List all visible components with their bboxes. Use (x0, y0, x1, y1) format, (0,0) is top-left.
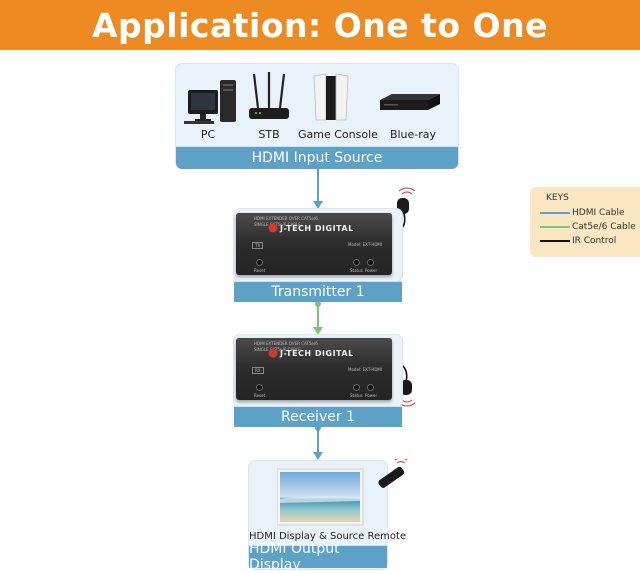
receiver-bar: Receiver 1 (234, 406, 402, 427)
transmitter-device: HDMI EXTENDER OVER CAT5e/6 SINGLE CAT5e/… (236, 213, 392, 275)
source-label-bluray: Blue-ray (389, 128, 437, 141)
receiver-device: HDMI EXTENDER OVER CAT5e/6 SINGLE CAT5e/… (236, 338, 392, 400)
ir-receiver-eye (400, 380, 412, 395)
router-icon (249, 72, 289, 119)
transmitter-bar: Transmitter 1 (234, 281, 402, 302)
cat-arrow (313, 327, 323, 335)
brand-logo-icon (268, 348, 278, 358)
key-hdmi: HDMI Cable (540, 208, 625, 218)
key-ir-line (540, 240, 570, 242)
key-cat-label: Cat5e/6 Cable (572, 222, 636, 232)
cat-dot-top (315, 301, 321, 307)
receiver-brand: J-TECH DIGITAL (280, 349, 354, 358)
transmitter-power-label: Power (365, 268, 378, 273)
title-banner: Application: One to One (0, 0, 640, 50)
keys-title: KEYS (546, 193, 569, 203)
power-led (367, 259, 374, 266)
source-label-pc: PC (200, 128, 216, 141)
hdmi-arrow-output (313, 452, 323, 460)
status-led (353, 384, 360, 391)
transmitter-brand: J-TECH DIGITAL (280, 224, 354, 233)
key-hdmi-line (540, 212, 570, 214)
keys-legend: KEYS HDMI Cable Cat5e/6 Cable IR Control (530, 187, 640, 257)
bluray-player-icon (380, 94, 440, 110)
pc-icon (184, 80, 236, 124)
tv-display-icon (277, 468, 364, 526)
reset-port[interactable] (256, 384, 263, 391)
key-cat-line (540, 226, 570, 228)
key-cat: Cat5e/6 Cable (540, 222, 636, 232)
reset-port[interactable] (256, 259, 263, 266)
key-hdmi-label: HDMI Cable (572, 208, 625, 218)
receiver-power-label: Power (365, 393, 378, 398)
source-label-game-console: Game Console (298, 128, 378, 141)
game-console-icon (313, 73, 349, 121)
source-label-stb: STB (258, 128, 280, 141)
remote-control-icon (378, 459, 408, 488)
transmitter-reset-label: Reset (254, 268, 266, 273)
page-title: Application: One to One (92, 5, 548, 45)
brand-logo-icon (268, 223, 278, 233)
power-led (367, 384, 374, 391)
status-led (353, 259, 360, 266)
key-ir-label: IR Control (572, 236, 617, 246)
transmitter-status-label: Status (350, 268, 363, 273)
output-display-bar: HDMI Output Display (249, 541, 387, 573)
input-source-bar: HDMI Input Source (176, 146, 458, 169)
receiver-reset-label: Reset (254, 393, 266, 398)
receiver-status-label: Status (350, 393, 363, 398)
hdmi-arrow-input (313, 201, 323, 209)
key-ir: IR Control (540, 236, 616, 246)
output-caption: HDMI Display & Source Remote (249, 531, 407, 542)
